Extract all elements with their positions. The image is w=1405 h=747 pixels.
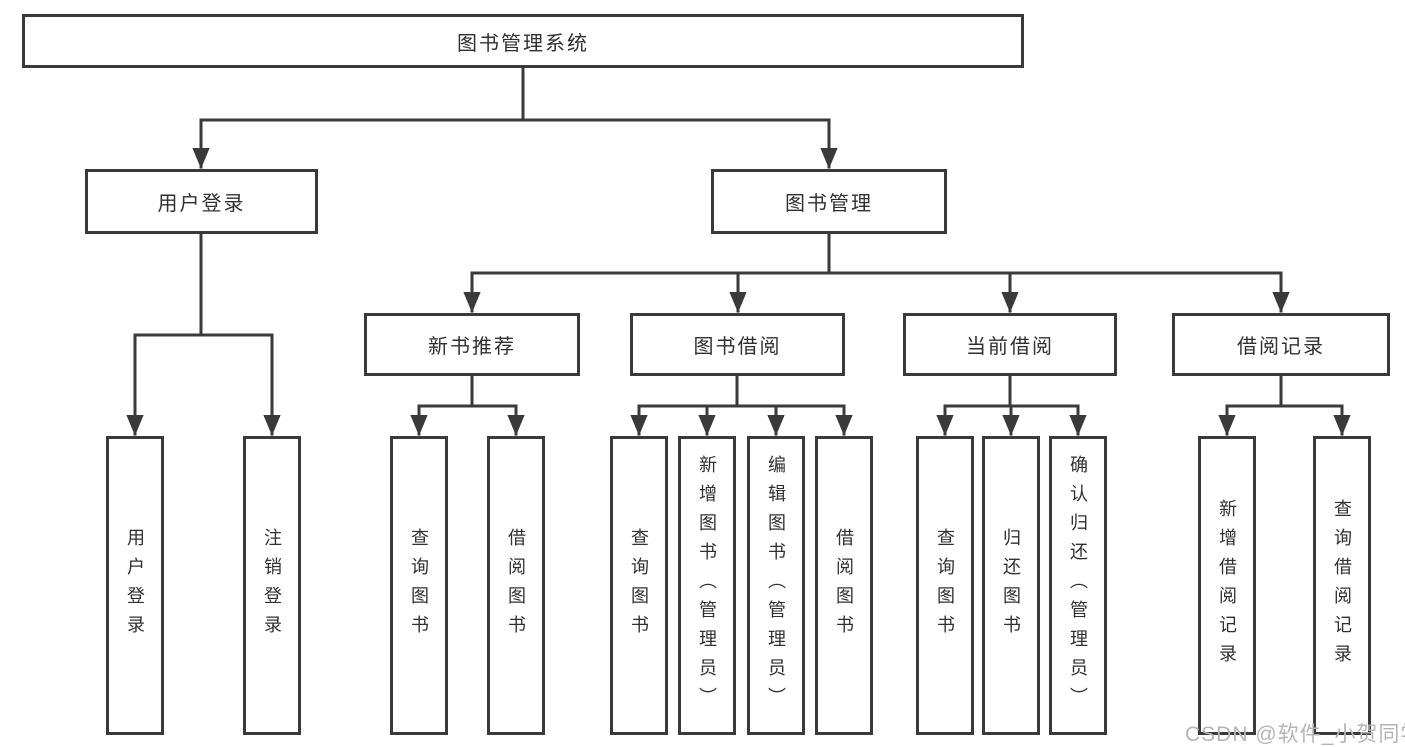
node-label: 查询借阅记录 [1332, 498, 1352, 673]
node-book-management: 图书管理 [711, 169, 947, 234]
node-user-login: 用户登录 [85, 169, 318, 234]
node-label: 图书借阅 [693, 336, 782, 358]
node-borrow-lend-books: 借阅图书 [815, 436, 873, 735]
csdn-watermark: CSDN @软件_小贺同学 [1185, 723, 1405, 746]
node-new-book-recommend: 新书推荐 [364, 313, 580, 376]
node-borrow-add-books-admin: 新增图书（管理员） [678, 436, 736, 735]
node-user-login-action: 用户登录 [106, 436, 164, 735]
node-label: 用户登录 [157, 193, 246, 215]
node-label: 查询图书 [409, 527, 429, 644]
node-borrow-records: 借阅记录 [1172, 313, 1390, 376]
node-label: 查询图书 [935, 527, 955, 644]
node-label: 借阅图书 [506, 527, 526, 644]
node-label: 借阅图书 [834, 527, 854, 644]
node-label: 借阅记录 [1237, 336, 1325, 358]
node-borrow-query-books: 查询图书 [610, 436, 668, 735]
node-label: 确认归还（管理员） [1068, 455, 1088, 716]
node-label: 编辑图书（管理员） [766, 455, 786, 716]
node-label: 新增图书（管理员） [697, 455, 717, 716]
node-recommend-borrow-books: 借阅图书 [487, 436, 545, 735]
node-library-management-system: 图书管理系统 [22, 14, 1024, 68]
node-logout-action: 注销登录 [243, 436, 301, 735]
node-label: 当前借阅 [966, 336, 1054, 358]
node-current-return-books: 归还图书 [982, 436, 1040, 735]
node-label: 注销登录 [262, 527, 282, 644]
node-borrow-edit-books-admin: 编辑图书（管理员） [747, 436, 805, 735]
node-current-confirm-return-admin: 确认归还（管理员） [1049, 436, 1107, 735]
node-current-borrow: 当前借阅 [903, 313, 1117, 376]
node-current-query-books: 查询图书 [916, 436, 974, 735]
node-records-query-record: 查询借阅记录 [1313, 436, 1371, 735]
node-label: 新增借阅记录 [1217, 498, 1237, 673]
node-book-borrow: 图书借阅 [630, 313, 845, 376]
node-label: 图书管理 [785, 193, 873, 215]
node-label: 图书管理系统 [457, 32, 589, 55]
node-label: 查询图书 [629, 527, 649, 644]
node-label: 归还图书 [1001, 527, 1021, 644]
node-recommend-query-books: 查询图书 [390, 436, 448, 735]
node-label: 新书推荐 [428, 336, 516, 358]
node-records-add-record: 新增借阅记录 [1198, 436, 1256, 735]
node-label: 用户登录 [125, 527, 145, 644]
